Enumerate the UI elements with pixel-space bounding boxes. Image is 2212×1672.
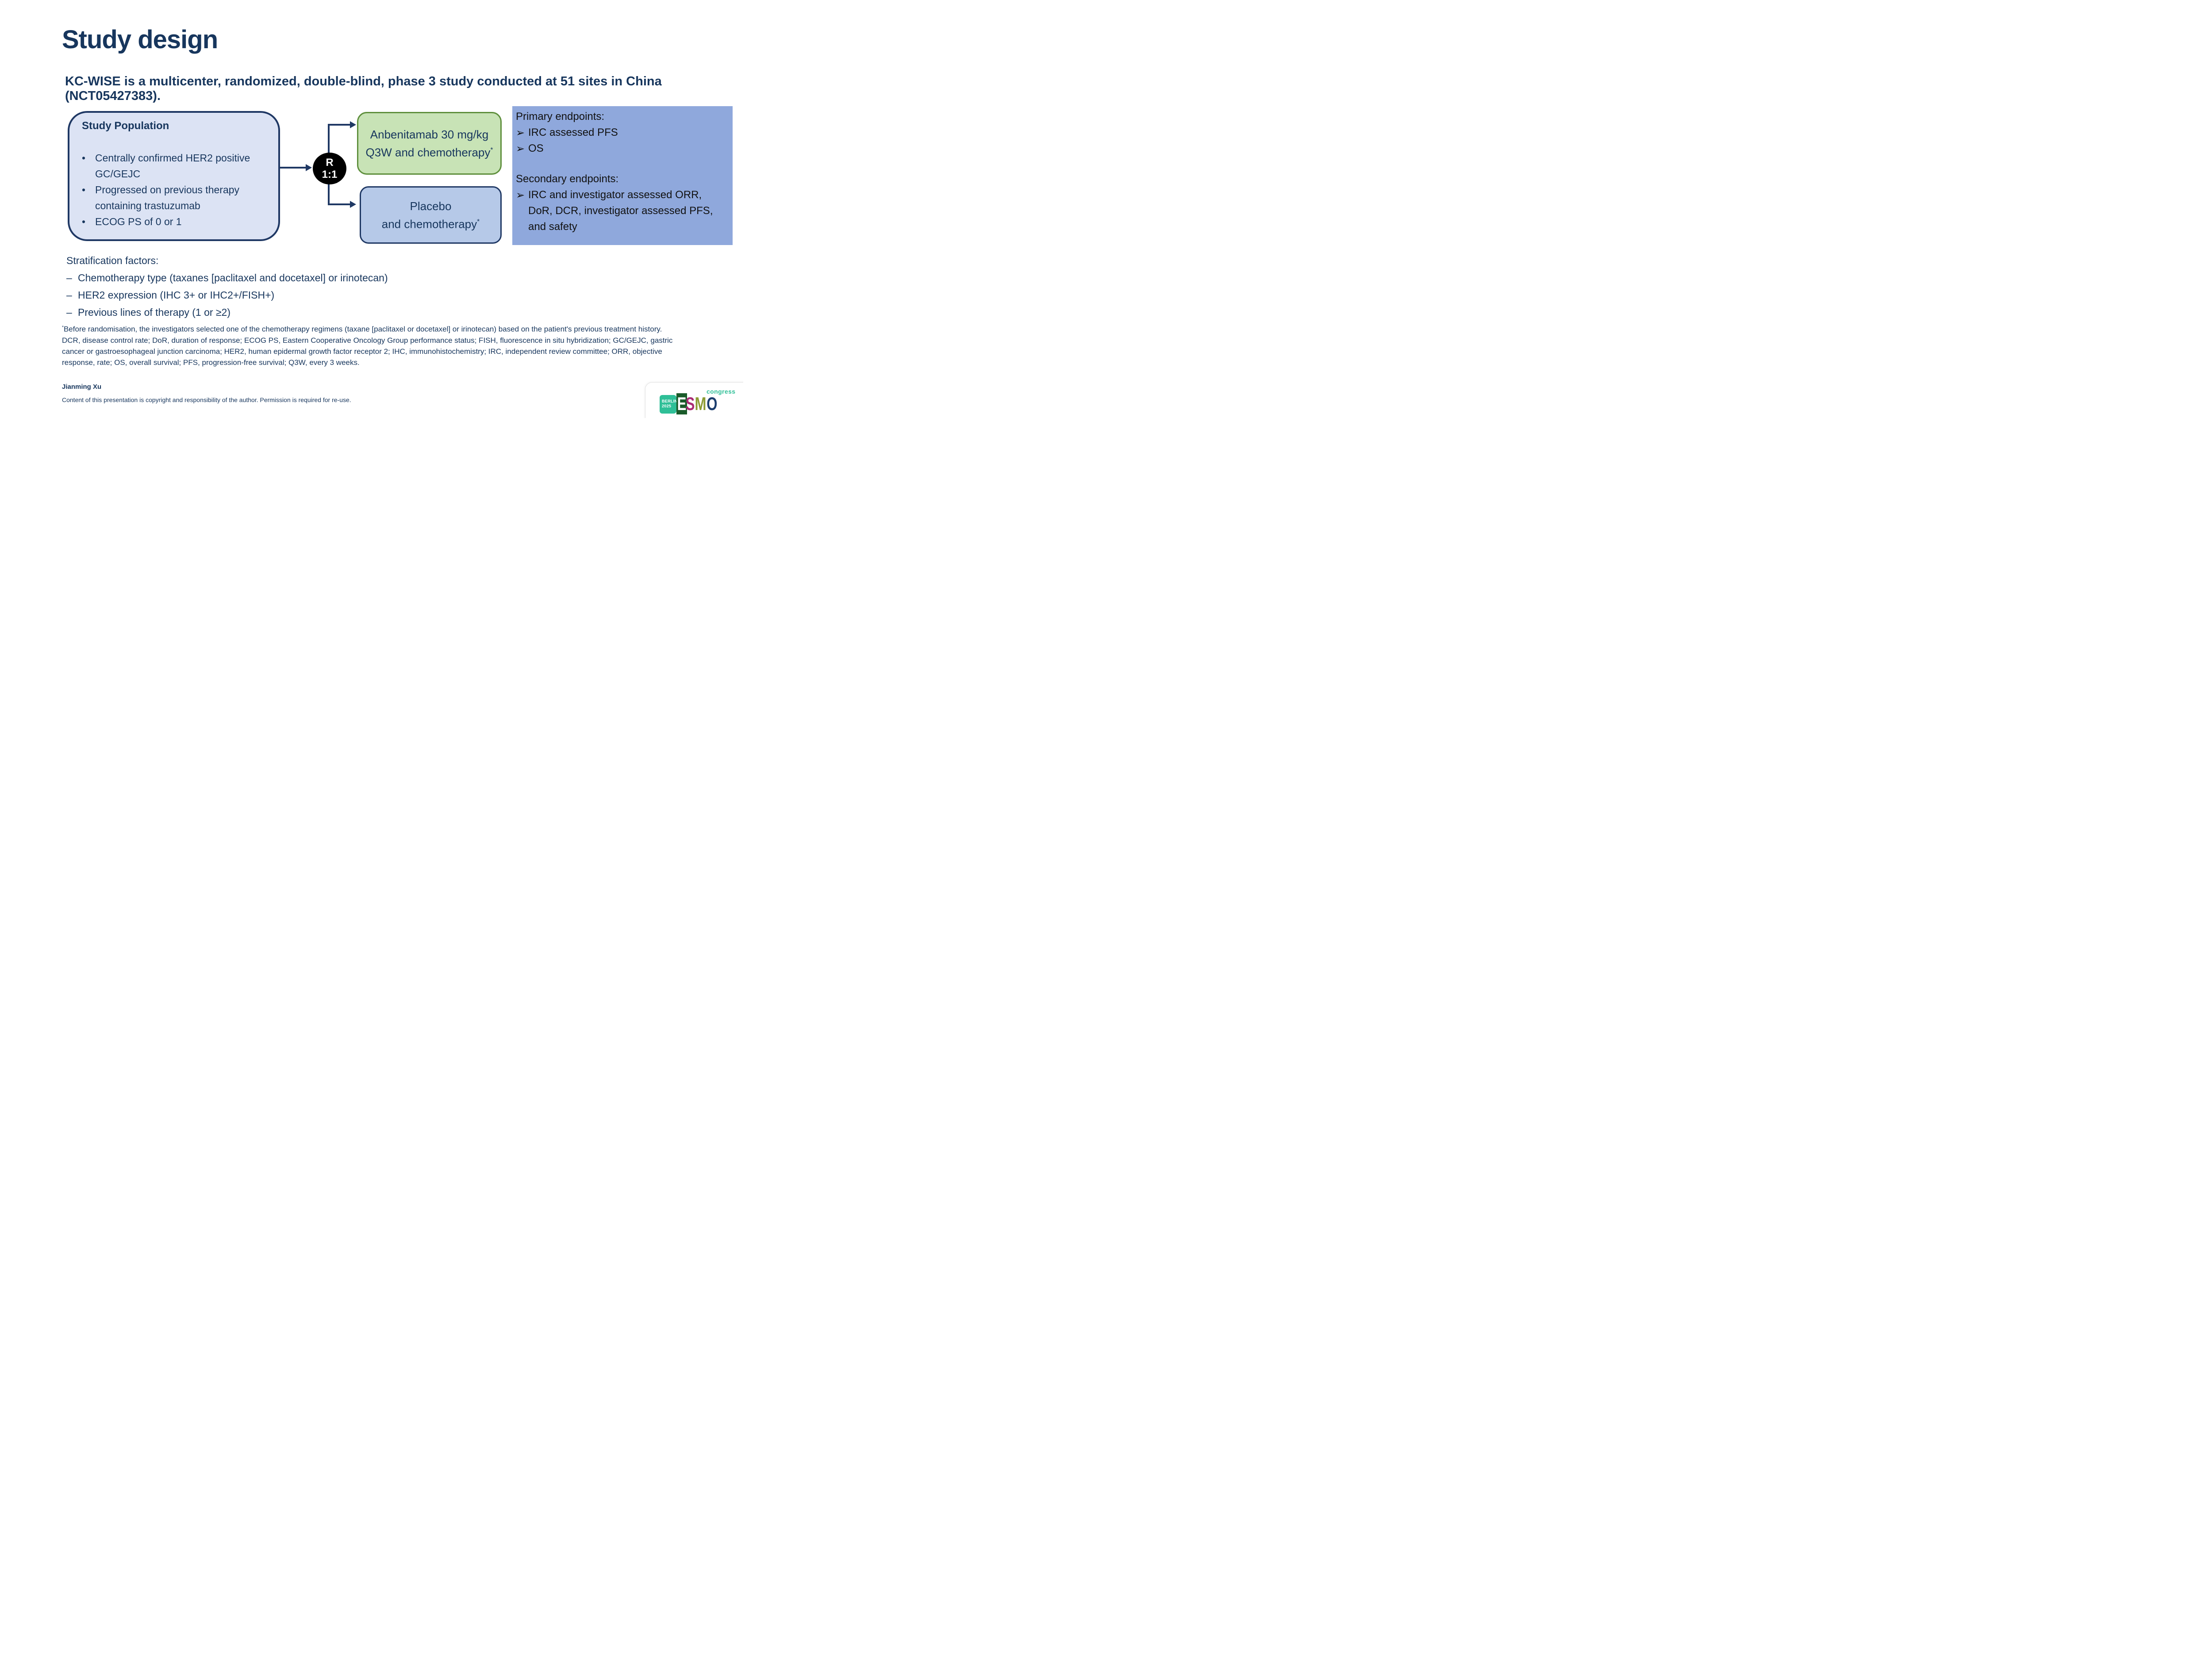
footnote-block: *Before randomisation, the investigators… [62, 322, 741, 368]
footnote-line: DCR, disease control rate; DoR, duration… [62, 336, 673, 345]
primary-endpoint-item: OS [528, 142, 544, 154]
control-arm-line2-text: and chemotherapy [381, 217, 477, 231]
arrow-bullet-icon: ➢ [516, 127, 525, 139]
arrow-line-population-to-randomizer [280, 167, 307, 169]
randomization-letter: R [326, 157, 334, 169]
control-arm-line1: Placebo [410, 199, 452, 213]
list-item: – Previous lines of therapy (1 or ≥2) [66, 304, 388, 321]
treatment-arm-line2: Q3W and chemotherapy* [366, 142, 493, 161]
primary-endpoints-title: Primary endpoints: [516, 111, 605, 123]
list-item: • Centrally confirmed HER2 positive GC/G… [82, 150, 268, 182]
footnote-line: cancer or gastroesophageal junction carc… [62, 347, 662, 356]
treatment-arm-line2-text: Q3W and chemotherapy [365, 146, 491, 159]
copyright-notice: Content of this presentation is copyrigh… [62, 396, 351, 403]
list-item-text: Centrally confirmed HER2 positive GC/GEJ… [95, 152, 250, 180]
treatment-arm-line1: Anbenitamab 30 mg/kg [370, 127, 489, 141]
stratification-item: HER2 expression (IHC 3+ or IHC2+/FISH+) [78, 289, 275, 301]
arrowhead-into-control-arm [350, 201, 356, 208]
footnote-line-text: Before randomisation, the investigators … [63, 325, 662, 334]
bullet-icon: • [82, 152, 86, 164]
stratification-section: Stratification factors: – Chemotherapy t… [66, 252, 388, 321]
footnote-marker: * [62, 325, 64, 330]
randomization-badge: R 1:1 [313, 153, 346, 184]
list-item-text: Progressed on previous therapy containin… [95, 184, 240, 211]
bullet-icon: • [82, 184, 86, 196]
arrow-bullet-icon: ➢ [516, 142, 525, 155]
stratification-title: Stratification factors: [66, 255, 159, 266]
arrowhead-into-treatment-arm [350, 121, 356, 128]
footnote-marker: * [490, 146, 493, 154]
esmo-wordmark: E S M O [676, 393, 718, 414]
berlin-2025-badge: BERLIN 2025 [660, 395, 678, 414]
control-arm-box: Placebo and chemotherapy* [360, 186, 502, 244]
stratification-item: Chemotherapy type (taxanes [paclitaxel a… [78, 272, 388, 284]
arrowhead-into-randomizer [306, 164, 312, 171]
footnote-line: *Before randomisation, the investigators… [62, 322, 741, 335]
list-item: • Progressed on previous therapy contain… [82, 182, 268, 214]
author-name: Jianming Xu [62, 383, 102, 391]
study-population-title: Study Population [82, 120, 169, 132]
footnote-marker: * [477, 218, 480, 226]
control-arm-line2: and chemotherapy* [382, 214, 480, 232]
list-item: ➢ IRC assessed PFS [516, 125, 730, 141]
endpoints-box: Primary endpoints: ➢ IRC assessed PFS ➢ … [512, 106, 733, 245]
dash-bullet-icon: – [66, 307, 72, 318]
randomization-ratio: 1:1 [322, 169, 338, 180]
esmo-letter-e-block: E [676, 393, 687, 414]
page-title: Study design [62, 25, 218, 54]
study-summary-line: KC-WISE is a multicenter, randomized, do… [65, 74, 662, 103]
esmo-letter-e: E [677, 393, 687, 414]
dash-bullet-icon: – [66, 289, 72, 301]
secondary-endpoints-title: Secondary endpoints: [516, 173, 619, 185]
arrow-bullet-icon: ➢ [516, 189, 525, 201]
bullet-icon: • [82, 216, 86, 227]
esmo-letter-s: S [685, 393, 695, 414]
secondary-endpoint-item: IRC and investigator assessed ORR, DoR, … [528, 189, 713, 233]
stratification-item: Previous lines of therapy (1 or ≥2) [78, 307, 230, 318]
list-item: – Chemotherapy type (taxanes [paclitaxel… [66, 269, 388, 287]
arrow-line-to-control-arm [328, 203, 351, 205]
arrow-line-to-treatment-arm [328, 124, 351, 126]
footnote-line: response, rate; OS, overall survival; PF… [62, 358, 360, 367]
esmo-letter-o: O [707, 393, 718, 414]
congress-label: congress [707, 388, 736, 395]
primary-endpoint-item: IRC assessed PFS [528, 127, 618, 138]
study-population-bullets: • Centrally confirmed HER2 positive GC/G… [82, 150, 268, 230]
list-item: – HER2 expression (IHC 3+ or IHC2+/FISH+… [66, 287, 388, 304]
treatment-arm-box: Anbenitamab 30 mg/kg Q3W and chemotherap… [357, 112, 502, 175]
list-item: ➢ IRC and investigator assessed ORR, DoR… [516, 187, 730, 235]
esmo-congress-logo: BERLIN 2025 E S M O congress [645, 382, 743, 418]
list-item: • ECOG PS of 0 or 1 [82, 214, 268, 230]
logo-year: 2025 [662, 404, 672, 408]
list-item: ➢ OS [516, 141, 730, 157]
spacer [516, 157, 730, 171]
slide: Study design KC-WISE is a multicenter, r… [0, 0, 743, 418]
dash-bullet-icon: – [66, 272, 72, 284]
study-population-box: Study Population • Centrally confirmed H… [68, 111, 280, 241]
esmo-letter-m: M [695, 393, 707, 414]
logo-city: BERLIN [662, 399, 678, 403]
list-item-text: ECOG PS of 0 or 1 [95, 216, 182, 227]
